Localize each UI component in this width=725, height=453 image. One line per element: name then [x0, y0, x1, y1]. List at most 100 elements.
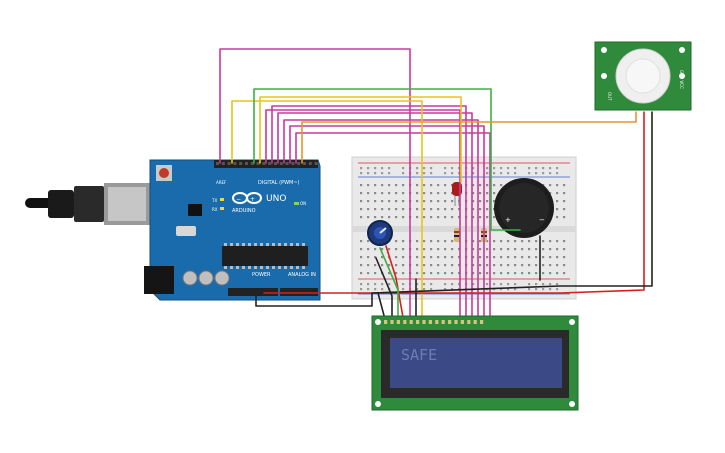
breadboard-hole[interactable] [395, 208, 398, 211]
breadboard-hole[interactable] [486, 208, 489, 211]
breadboard-hole[interactable] [563, 272, 566, 275]
breadboard-hole[interactable] [472, 172, 475, 175]
breadboard-hole[interactable] [514, 256, 517, 259]
breadboard-hole[interactable] [507, 240, 510, 243]
breadboard-hole[interactable] [437, 248, 440, 251]
breadboard-hole[interactable] [416, 248, 419, 251]
lcd-pin[interactable] [390, 320, 394, 324]
breadboard-hole[interactable] [479, 208, 482, 211]
breadboard-hole[interactable] [479, 272, 482, 275]
breadboard-hole[interactable] [451, 184, 454, 187]
breadboard-hole[interactable] [374, 208, 377, 211]
breadboard-hole[interactable] [451, 240, 454, 243]
breadboard-hole[interactable] [430, 167, 433, 170]
breadboard-hole[interactable] [381, 248, 384, 251]
breadboard-hole[interactable] [493, 200, 496, 203]
breadboard-hole[interactable] [444, 264, 447, 267]
breadboard-hole[interactable] [437, 240, 440, 243]
reset-button-cap[interactable] [159, 168, 169, 178]
header-pin[interactable] [233, 162, 237, 165]
breadboard-hole[interactable] [374, 288, 377, 291]
breadboard-hole[interactable] [549, 288, 552, 291]
breadboard-hole[interactable] [556, 248, 559, 251]
breadboard-hole[interactable] [493, 264, 496, 267]
breadboard-hole[interactable] [549, 283, 552, 286]
breadboard-hole[interactable] [556, 272, 559, 275]
breadboard-hole[interactable] [444, 192, 447, 195]
breadboard-hole[interactable] [500, 256, 503, 259]
breadboard-hole[interactable] [542, 283, 545, 286]
breadboard-hole[interactable] [402, 200, 405, 203]
breadboard-hole[interactable] [381, 288, 384, 291]
breadboard-hole[interactable] [472, 264, 475, 267]
breadboard-hole[interactable] [514, 272, 517, 275]
breadboard-hole[interactable] [430, 240, 433, 243]
breadboard-hole[interactable] [556, 167, 559, 170]
breadboard-hole[interactable] [479, 240, 482, 243]
breadboard-hole[interactable] [374, 256, 377, 259]
breadboard-hole[interactable] [388, 283, 391, 286]
breadboard-hole[interactable] [367, 288, 370, 291]
breadboard-hole[interactable] [416, 172, 419, 175]
lcd-pin[interactable] [384, 320, 388, 324]
breadboard-hole[interactable] [535, 167, 538, 170]
breadboard-hole[interactable] [451, 172, 454, 175]
breadboard-hole[interactable] [374, 167, 377, 170]
breadboard-hole[interactable] [542, 167, 545, 170]
breadboard-hole[interactable] [451, 216, 454, 219]
header-pin[interactable] [227, 162, 231, 165]
breadboard-hole[interactable] [472, 240, 475, 243]
breadboard-hole[interactable] [479, 184, 482, 187]
breadboard-hole[interactable] [528, 172, 531, 175]
breadboard-hole[interactable] [444, 248, 447, 251]
breadboard-hole[interactable] [556, 256, 559, 259]
header-pin[interactable] [239, 162, 243, 165]
breadboard-hole[interactable] [528, 240, 531, 243]
breadboard-hole[interactable] [458, 264, 461, 267]
breadboard-hole[interactable] [556, 172, 559, 175]
breadboard-hole[interactable] [360, 288, 363, 291]
breadboard-hole[interactable] [542, 172, 545, 175]
breadboard-hole[interactable] [500, 288, 503, 291]
breadboard-hole[interactable] [367, 216, 370, 219]
breadboard-hole[interactable] [395, 216, 398, 219]
breadboard-hole[interactable] [472, 167, 475, 170]
lcd-pin[interactable] [480, 320, 484, 324]
breadboard-hole[interactable] [563, 248, 566, 251]
breadboard-hole[interactable] [563, 200, 566, 203]
breadboard-hole[interactable] [360, 172, 363, 175]
breadboard-hole[interactable] [381, 216, 384, 219]
breadboard-hole[interactable] [423, 184, 426, 187]
breadboard-hole[interactable] [374, 248, 377, 251]
breadboard-hole[interactable] [458, 283, 461, 286]
breadboard-hole[interactable] [367, 272, 370, 275]
breadboard-hole[interactable] [556, 192, 559, 195]
breadboard-hole[interactable] [514, 240, 517, 243]
breadboard-hole[interactable] [535, 264, 538, 267]
breadboard-hole[interactable] [542, 264, 545, 267]
breadboard-hole[interactable] [500, 184, 503, 187]
breadboard-hole[interactable] [416, 240, 419, 243]
breadboard-hole[interactable] [535, 272, 538, 275]
breadboard-hole[interactable] [472, 208, 475, 211]
breadboard-hole[interactable] [423, 256, 426, 259]
breadboard-hole[interactable] [416, 283, 419, 286]
breadboard-hole[interactable] [430, 283, 433, 286]
breadboard-hole[interactable] [472, 283, 475, 286]
breadboard-hole[interactable] [381, 172, 384, 175]
breadboard-hole[interactable] [430, 200, 433, 203]
breadboard-hole[interactable] [486, 264, 489, 267]
breadboard-hole[interactable] [395, 248, 398, 251]
breadboard-hole[interactable] [388, 248, 391, 251]
breadboard-hole[interactable] [507, 167, 510, 170]
header-pin[interactable] [279, 162, 283, 165]
breadboard-hole[interactable] [458, 248, 461, 251]
breadboard-hole[interactable] [556, 288, 559, 291]
breadboard-hole[interactable] [479, 200, 482, 203]
breadboard-hole[interactable] [430, 208, 433, 211]
breadboard-hole[interactable] [374, 200, 377, 203]
breadboard-hole[interactable] [472, 248, 475, 251]
lcd-display[interactable]: SAFE [371, 315, 579, 411]
breadboard-hole[interactable] [437, 256, 440, 259]
header-pin[interactable] [268, 162, 272, 165]
